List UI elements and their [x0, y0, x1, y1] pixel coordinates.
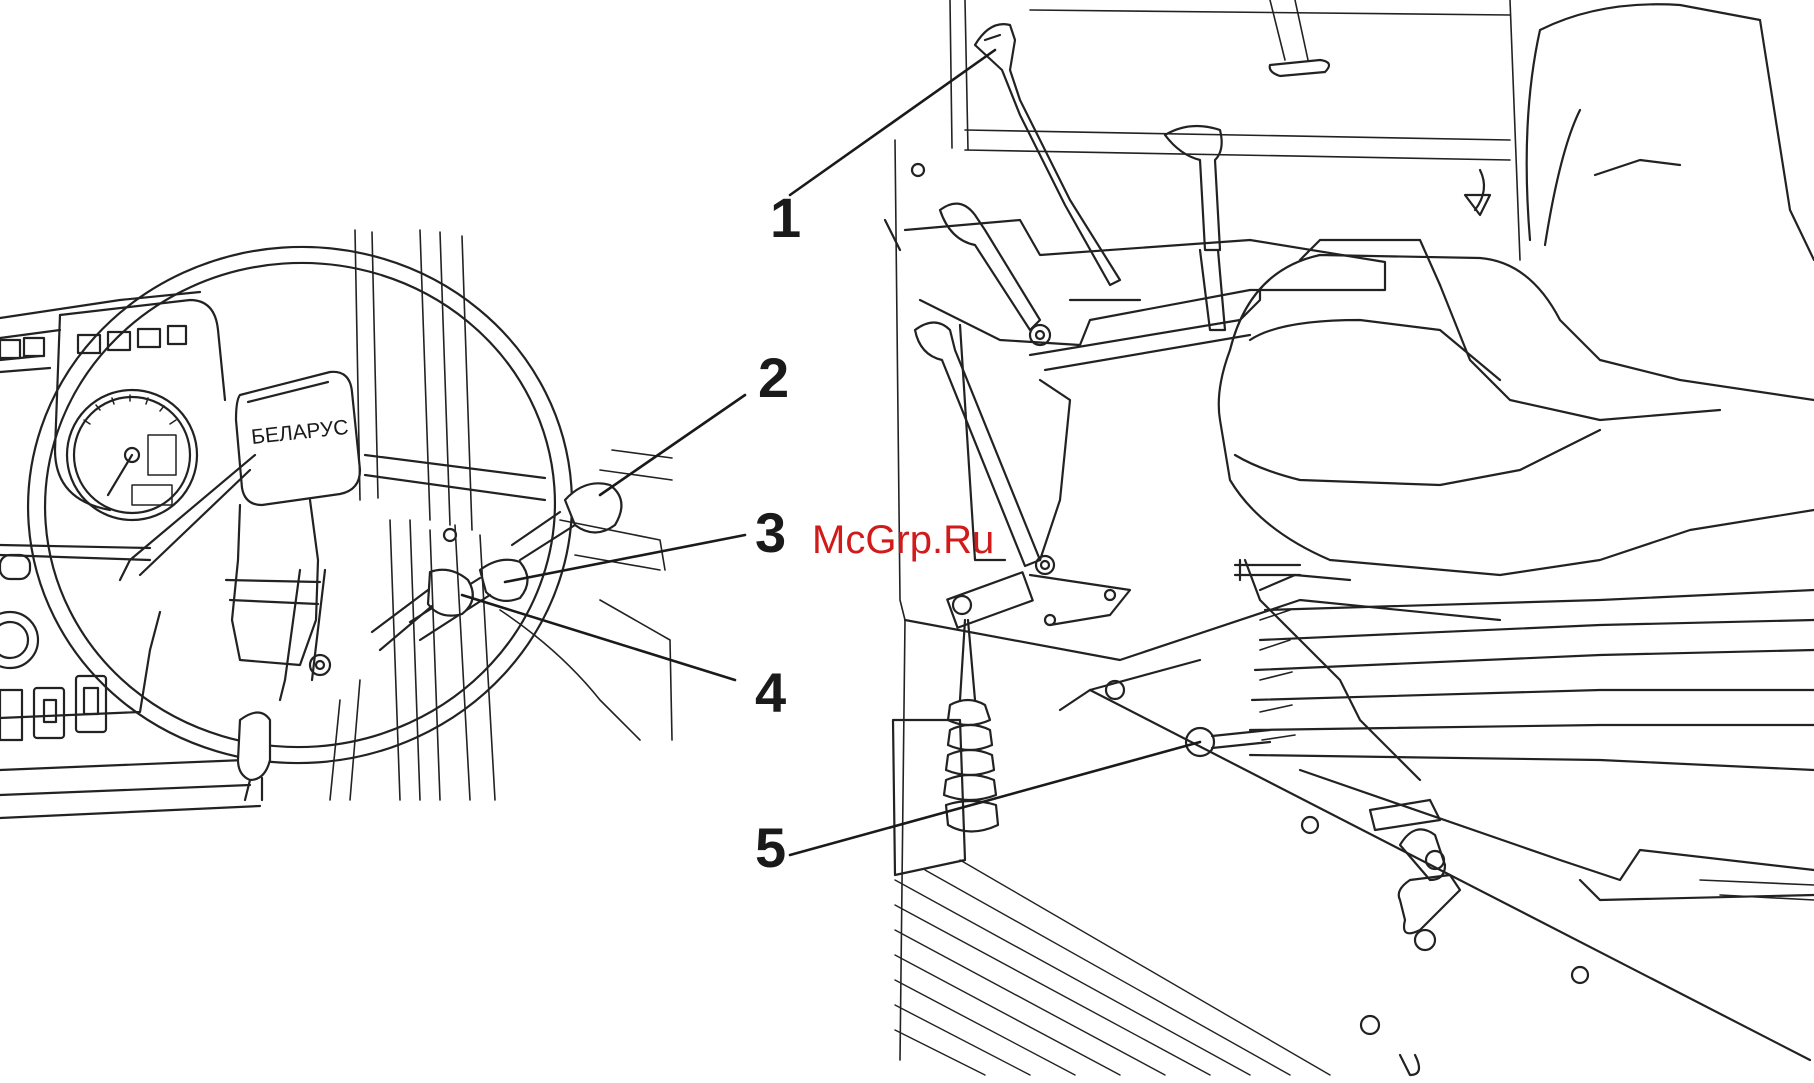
callout-5: 5	[755, 820, 786, 876]
speedometer-gauge	[67, 390, 197, 520]
hand-throttle-lever	[915, 323, 1130, 628]
lever-console	[905, 126, 1385, 560]
watermark-text: McGrp.Ru	[812, 520, 994, 560]
operator-seat	[1219, 4, 1814, 900]
callout-2: 2	[758, 350, 789, 406]
callout-4: 4	[755, 665, 786, 721]
lever-1	[975, 24, 1120, 285]
steering-wheel-brand-label: БЕЛАРУС	[250, 416, 350, 449]
callout-1: 1	[770, 190, 801, 246]
callout-3: 3	[755, 505, 786, 561]
leader-lines-left	[462, 395, 745, 680]
instrument-cluster	[0, 300, 225, 510]
leader-lines-right	[790, 50, 1200, 855]
